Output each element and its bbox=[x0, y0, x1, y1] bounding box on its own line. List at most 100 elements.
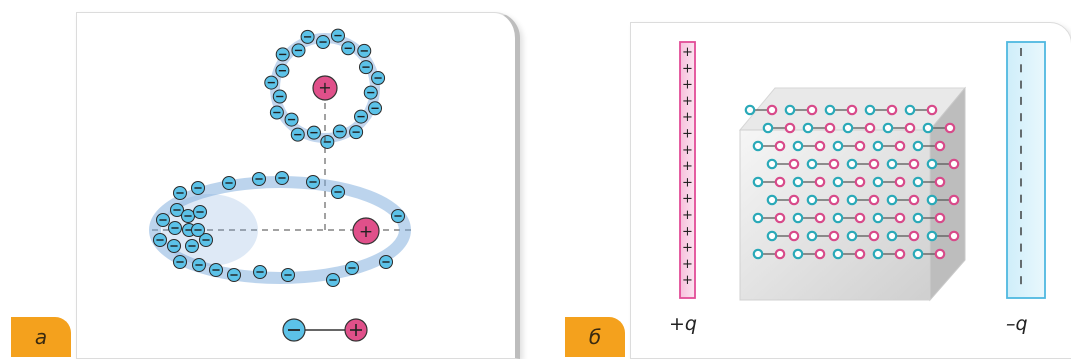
dipole-negative bbox=[872, 140, 884, 152]
dipole-positive bbox=[934, 212, 946, 224]
dipole-positive bbox=[788, 158, 800, 170]
plus-sign: + bbox=[682, 143, 693, 158]
dipole-negative bbox=[744, 104, 756, 116]
dipole-negative bbox=[792, 140, 804, 152]
negative-plate bbox=[1006, 41, 1046, 299]
dipole-negative bbox=[872, 212, 884, 224]
dipole-negative bbox=[912, 248, 924, 260]
dipole-positive bbox=[854, 176, 866, 188]
dipole-positive bbox=[908, 194, 920, 206]
dipole-positive bbox=[806, 104, 818, 116]
dipole-negative bbox=[912, 212, 924, 224]
plate-plus-signs: +++++++++++++++ bbox=[682, 45, 693, 288]
dipole-positive bbox=[774, 212, 786, 224]
plus-sign: + bbox=[682, 61, 693, 76]
atom-unpolarized: + bbox=[264, 28, 386, 149]
plus-sign: + bbox=[682, 159, 693, 174]
dipole-negative bbox=[846, 158, 858, 170]
dipole-negative bbox=[784, 104, 796, 116]
plus-sign: + bbox=[682, 273, 693, 288]
dipole-symbol bbox=[282, 318, 368, 342]
dipole-negative bbox=[752, 248, 764, 260]
dipole-positive bbox=[774, 140, 786, 152]
dipole-positive bbox=[814, 212, 826, 224]
dipole-positive bbox=[784, 122, 796, 134]
dipole-positive bbox=[788, 230, 800, 242]
dipole-negative bbox=[886, 158, 898, 170]
positive-plate: +++++++++++++++ bbox=[679, 41, 696, 299]
dipole-positive bbox=[774, 248, 786, 260]
dipole-positive bbox=[944, 122, 956, 134]
dipole-positive bbox=[948, 230, 960, 242]
dipole-positive bbox=[814, 176, 826, 188]
dipole-positive bbox=[854, 248, 866, 260]
dipole-negative bbox=[922, 122, 934, 134]
dipole-negative bbox=[766, 194, 778, 206]
panel-b-tag: б bbox=[565, 317, 625, 357]
dipole-negative bbox=[912, 176, 924, 188]
nucleus-circle bbox=[312, 75, 338, 101]
dipole-positive bbox=[908, 158, 920, 170]
dipole-negative bbox=[792, 176, 804, 188]
dipole-negative bbox=[792, 248, 804, 260]
dipole-positive bbox=[828, 194, 840, 206]
dipole-positive bbox=[854, 140, 866, 152]
dipole-negative bbox=[832, 176, 844, 188]
dipole-negative bbox=[752, 176, 764, 188]
dipole-positive bbox=[934, 140, 946, 152]
dipole-negative bbox=[926, 230, 938, 242]
dipole-positive bbox=[814, 248, 826, 260]
plus-sign: + bbox=[682, 78, 693, 93]
negative-charge-label: –q bbox=[1006, 313, 1028, 335]
dipole-positive bbox=[926, 104, 938, 116]
plus-sign: + bbox=[682, 208, 693, 223]
panel-a-tag: а bbox=[11, 317, 71, 357]
dipole-positive bbox=[868, 194, 880, 206]
dipole-negative bbox=[864, 104, 876, 116]
dipole-negative bbox=[752, 212, 764, 224]
dipole-negative bbox=[886, 194, 898, 206]
dipole-negative bbox=[842, 122, 854, 134]
positive-charge-label: +q bbox=[669, 313, 697, 335]
dipole-negative bbox=[926, 158, 938, 170]
dipole-negative bbox=[802, 122, 814, 134]
dipole-negative bbox=[872, 248, 884, 260]
dipole-lattice bbox=[744, 104, 960, 260]
dipole-positive bbox=[766, 104, 778, 116]
dipole-positive bbox=[886, 104, 898, 116]
dipole-negative bbox=[806, 230, 818, 242]
dipole-positive bbox=[788, 194, 800, 206]
dipole-negative bbox=[832, 248, 844, 260]
atom-polarized: + bbox=[149, 171, 411, 287]
dipole-negative bbox=[752, 140, 764, 152]
dipole-negative bbox=[832, 140, 844, 152]
dipole-positive bbox=[864, 122, 876, 134]
plus-sign: + bbox=[682, 257, 693, 272]
dipole-negative bbox=[926, 194, 938, 206]
dipole-positive bbox=[934, 248, 946, 260]
dipole-positive bbox=[948, 194, 960, 206]
dipole-negative bbox=[912, 140, 924, 152]
electron-ellipse-group bbox=[153, 171, 405, 287]
dipole-negative bbox=[806, 194, 818, 206]
plus-sign: + bbox=[682, 127, 693, 142]
dipole-positive bbox=[894, 140, 906, 152]
shifted-nucleus-circle bbox=[352, 217, 380, 245]
dipole-negative bbox=[846, 194, 858, 206]
dipole-negative bbox=[886, 230, 898, 242]
plus-sign: + bbox=[682, 175, 693, 190]
plus-sign: + bbox=[682, 192, 693, 207]
dipole-negative bbox=[766, 230, 778, 242]
dipole-negative bbox=[806, 158, 818, 170]
plus-sign: + bbox=[682, 224, 693, 239]
plus-sign: + bbox=[682, 110, 693, 125]
nucleus-plus-sign: + bbox=[318, 78, 331, 97]
shifted-nucleus-plus-sign: + bbox=[359, 222, 373, 242]
dipole-negative bbox=[846, 230, 858, 242]
dipole-positive bbox=[814, 140, 826, 152]
dipole-negative bbox=[904, 104, 916, 116]
dielectric-cube bbox=[738, 86, 967, 302]
dipole-positive bbox=[934, 176, 946, 188]
dipole-negative bbox=[872, 176, 884, 188]
